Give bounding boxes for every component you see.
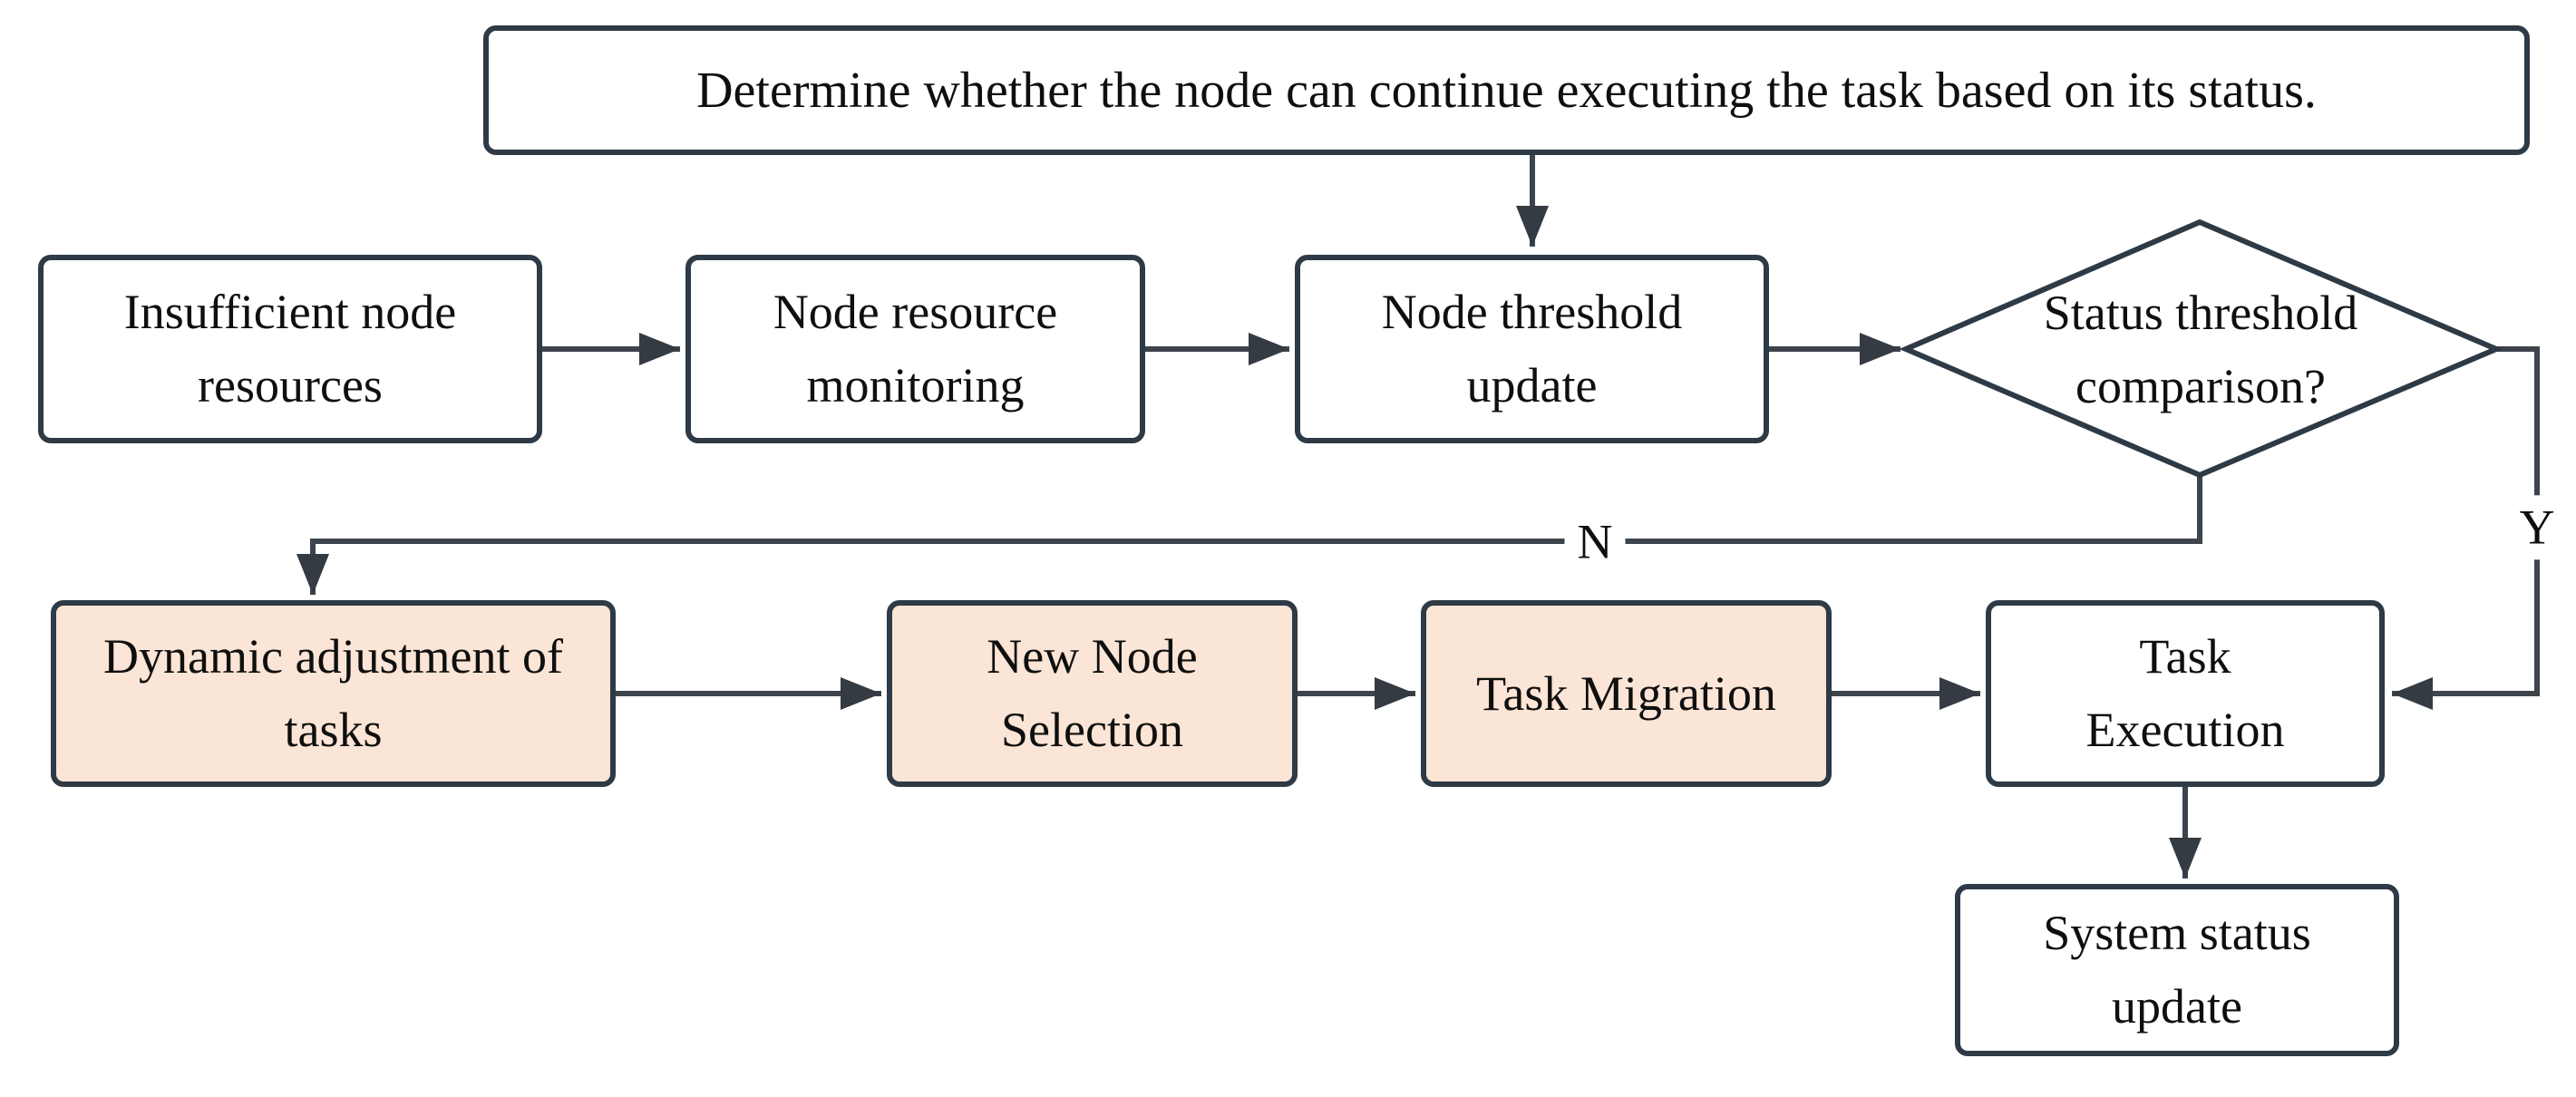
node-dynamic-adjustment-label: Dynamic adjustment of tasks bbox=[103, 629, 563, 757]
node-threshold-update-label: Node threshold update bbox=[1381, 285, 1683, 413]
branch-label-no: N bbox=[1564, 510, 1626, 575]
node-insufficient-resources: Insufficient node resources bbox=[38, 255, 542, 443]
node-new-node-selection-label: New Node Selection bbox=[987, 629, 1198, 757]
node-new-node-selection: New Node Selection bbox=[887, 600, 1298, 787]
node-task-execution: Task Execution bbox=[1986, 600, 2385, 787]
node-decision-shape bbox=[1899, 218, 2503, 479]
node-decision-label: Status threshold comparison? bbox=[2043, 286, 2358, 413]
node-system-status-update-label: System status update bbox=[2043, 906, 2311, 1034]
node-system-status-update: System status update bbox=[1955, 884, 2399, 1056]
node-dynamic-adjustment: Dynamic adjustment of tasks bbox=[51, 600, 616, 787]
edge-decision-no bbox=[296, 475, 2202, 595]
node-task-migration: Task Migration bbox=[1421, 600, 1832, 787]
node-threshold-update: Node threshold update bbox=[1295, 255, 1769, 443]
node-task-execution-label: Task Execution bbox=[2085, 629, 2285, 757]
node-start-label: Determine whether the node can continue … bbox=[696, 62, 2317, 119]
node-resource-monitoring: Node resource monitoring bbox=[685, 255, 1145, 443]
node-task-migration-label: Task Migration bbox=[1476, 665, 1776, 721]
node-insufficient-resources-label: Insufficient node resources bbox=[123, 285, 457, 413]
branch-label-yes: Y bbox=[2506, 495, 2568, 560]
node-resource-monitoring-label: Node resource monitoring bbox=[773, 285, 1058, 413]
node-start: Determine whether the node can continue … bbox=[483, 25, 2530, 155]
